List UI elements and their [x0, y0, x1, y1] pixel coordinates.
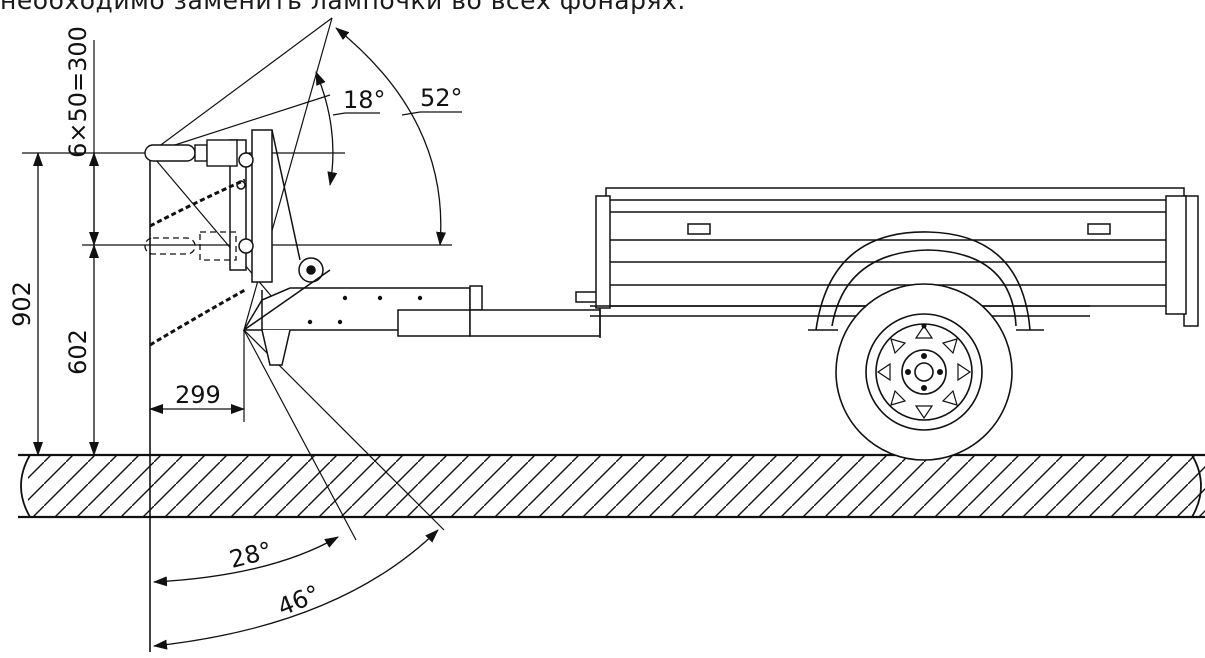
fender — [808, 231, 1044, 331]
angle-18-label: 18° — [343, 86, 386, 114]
wheel-spokes — [876, 324, 972, 420]
angle-28-dimension: 28° — [153, 536, 339, 587]
angle-46-label: 46° — [274, 580, 324, 622]
height-602-label: 602 — [64, 329, 92, 375]
drawbar-holes — [307, 295, 423, 325]
safety-chains — [149, 178, 246, 347]
wheel — [835, 283, 1013, 461]
caption-text: необходимо заменить лампочки во всех фон… — [0, 0, 686, 15]
height-902-dimension: 902 — [8, 152, 43, 456]
hitch-adjust-dimension: 6×50=300 — [64, 26, 99, 246]
height-902-label: 902 — [8, 281, 36, 327]
jockey-wheel-bracket — [229, 129, 324, 283]
drawbar — [242, 269, 601, 366]
angle-18-dimension: 18° — [315, 71, 386, 186]
ground-section — [18, 453, 1205, 519]
coupling-head-down — [144, 231, 237, 261]
offset-299-dimension: 299 — [149, 381, 245, 414]
angle-52-dimension: 52° — [335, 27, 463, 246]
angle-28-label: 28° — [227, 536, 275, 573]
angle-46-dimension: 46° — [153, 529, 439, 650]
offset-299-label: 299 — [175, 381, 221, 409]
height-602-dimension: 602 — [64, 244, 99, 456]
angle-52-label: 52° — [420, 84, 463, 112]
coupling-head-up — [144, 139, 238, 167]
wheel-bolts — [905, 323, 943, 391]
cargo-body — [590, 187, 1199, 327]
pitch-label: 6×50=300 — [64, 26, 92, 158]
